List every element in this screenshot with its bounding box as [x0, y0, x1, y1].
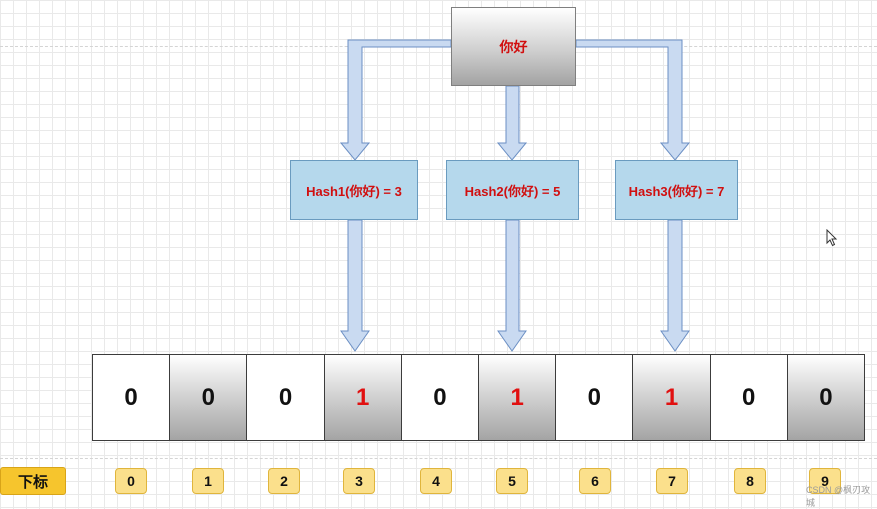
- bottom-divider: [0, 458, 877, 459]
- index-5: 5: [496, 468, 528, 494]
- hash2-label: Hash2(你好) = 5: [464, 183, 561, 199]
- bit-cell-9: 0: [787, 355, 865, 440]
- index-0: 0: [115, 468, 147, 494]
- bit-array: 0 0 0 1 0 1 0 1 0 0: [92, 354, 865, 441]
- index-2: 2: [268, 468, 300, 494]
- hash3-label: Hash3(你好) = 7: [628, 183, 725, 199]
- arrow-hash2-to-bit5: [497, 219, 527, 352]
- arrow-source-to-hash1: [339, 39, 452, 161]
- hash1-label: Hash1(你好) = 3: [306, 183, 402, 199]
- source-node: 你好: [451, 7, 576, 86]
- arrow-source-to-hash2: [496, 85, 528, 161]
- arrow-hash1-to-bit3: [340, 219, 370, 352]
- index-8: 8: [734, 468, 766, 494]
- mouse-cursor-icon: [826, 229, 838, 247]
- bit-cell-0: 0: [93, 355, 171, 440]
- bit-cell-3: 1: [324, 355, 402, 440]
- index-4: 4: [420, 468, 452, 494]
- bit-cell-7: 1: [633, 355, 711, 440]
- index-9: 9: [809, 468, 841, 494]
- arrow-source-to-hash3: [575, 39, 691, 161]
- bit-cell-1: 0: [170, 355, 248, 440]
- bit-cell-6: 0: [556, 355, 634, 440]
- watermark: CSDN @枫刃攻城: [806, 485, 871, 508]
- arrow-hash3-to-bit7: [660, 219, 690, 352]
- index-row-label: 下标: [0, 467, 66, 495]
- bit-cell-5: 1: [479, 355, 557, 440]
- index-7: 7: [656, 468, 688, 494]
- hash1-node: Hash1(你好) = 3: [290, 160, 418, 220]
- bit-cell-8: 0: [710, 355, 788, 440]
- bit-cell-4: 0: [401, 355, 480, 440]
- bit-cell-2: 0: [247, 355, 325, 440]
- hash2-node: Hash2(你好) = 5: [446, 160, 579, 220]
- index-1: 1: [192, 468, 224, 494]
- index-3: 3: [343, 468, 375, 494]
- index-6: 6: [579, 468, 611, 494]
- source-label: 你好: [499, 38, 528, 55]
- hash3-node: Hash3(你好) = 7: [615, 160, 738, 220]
